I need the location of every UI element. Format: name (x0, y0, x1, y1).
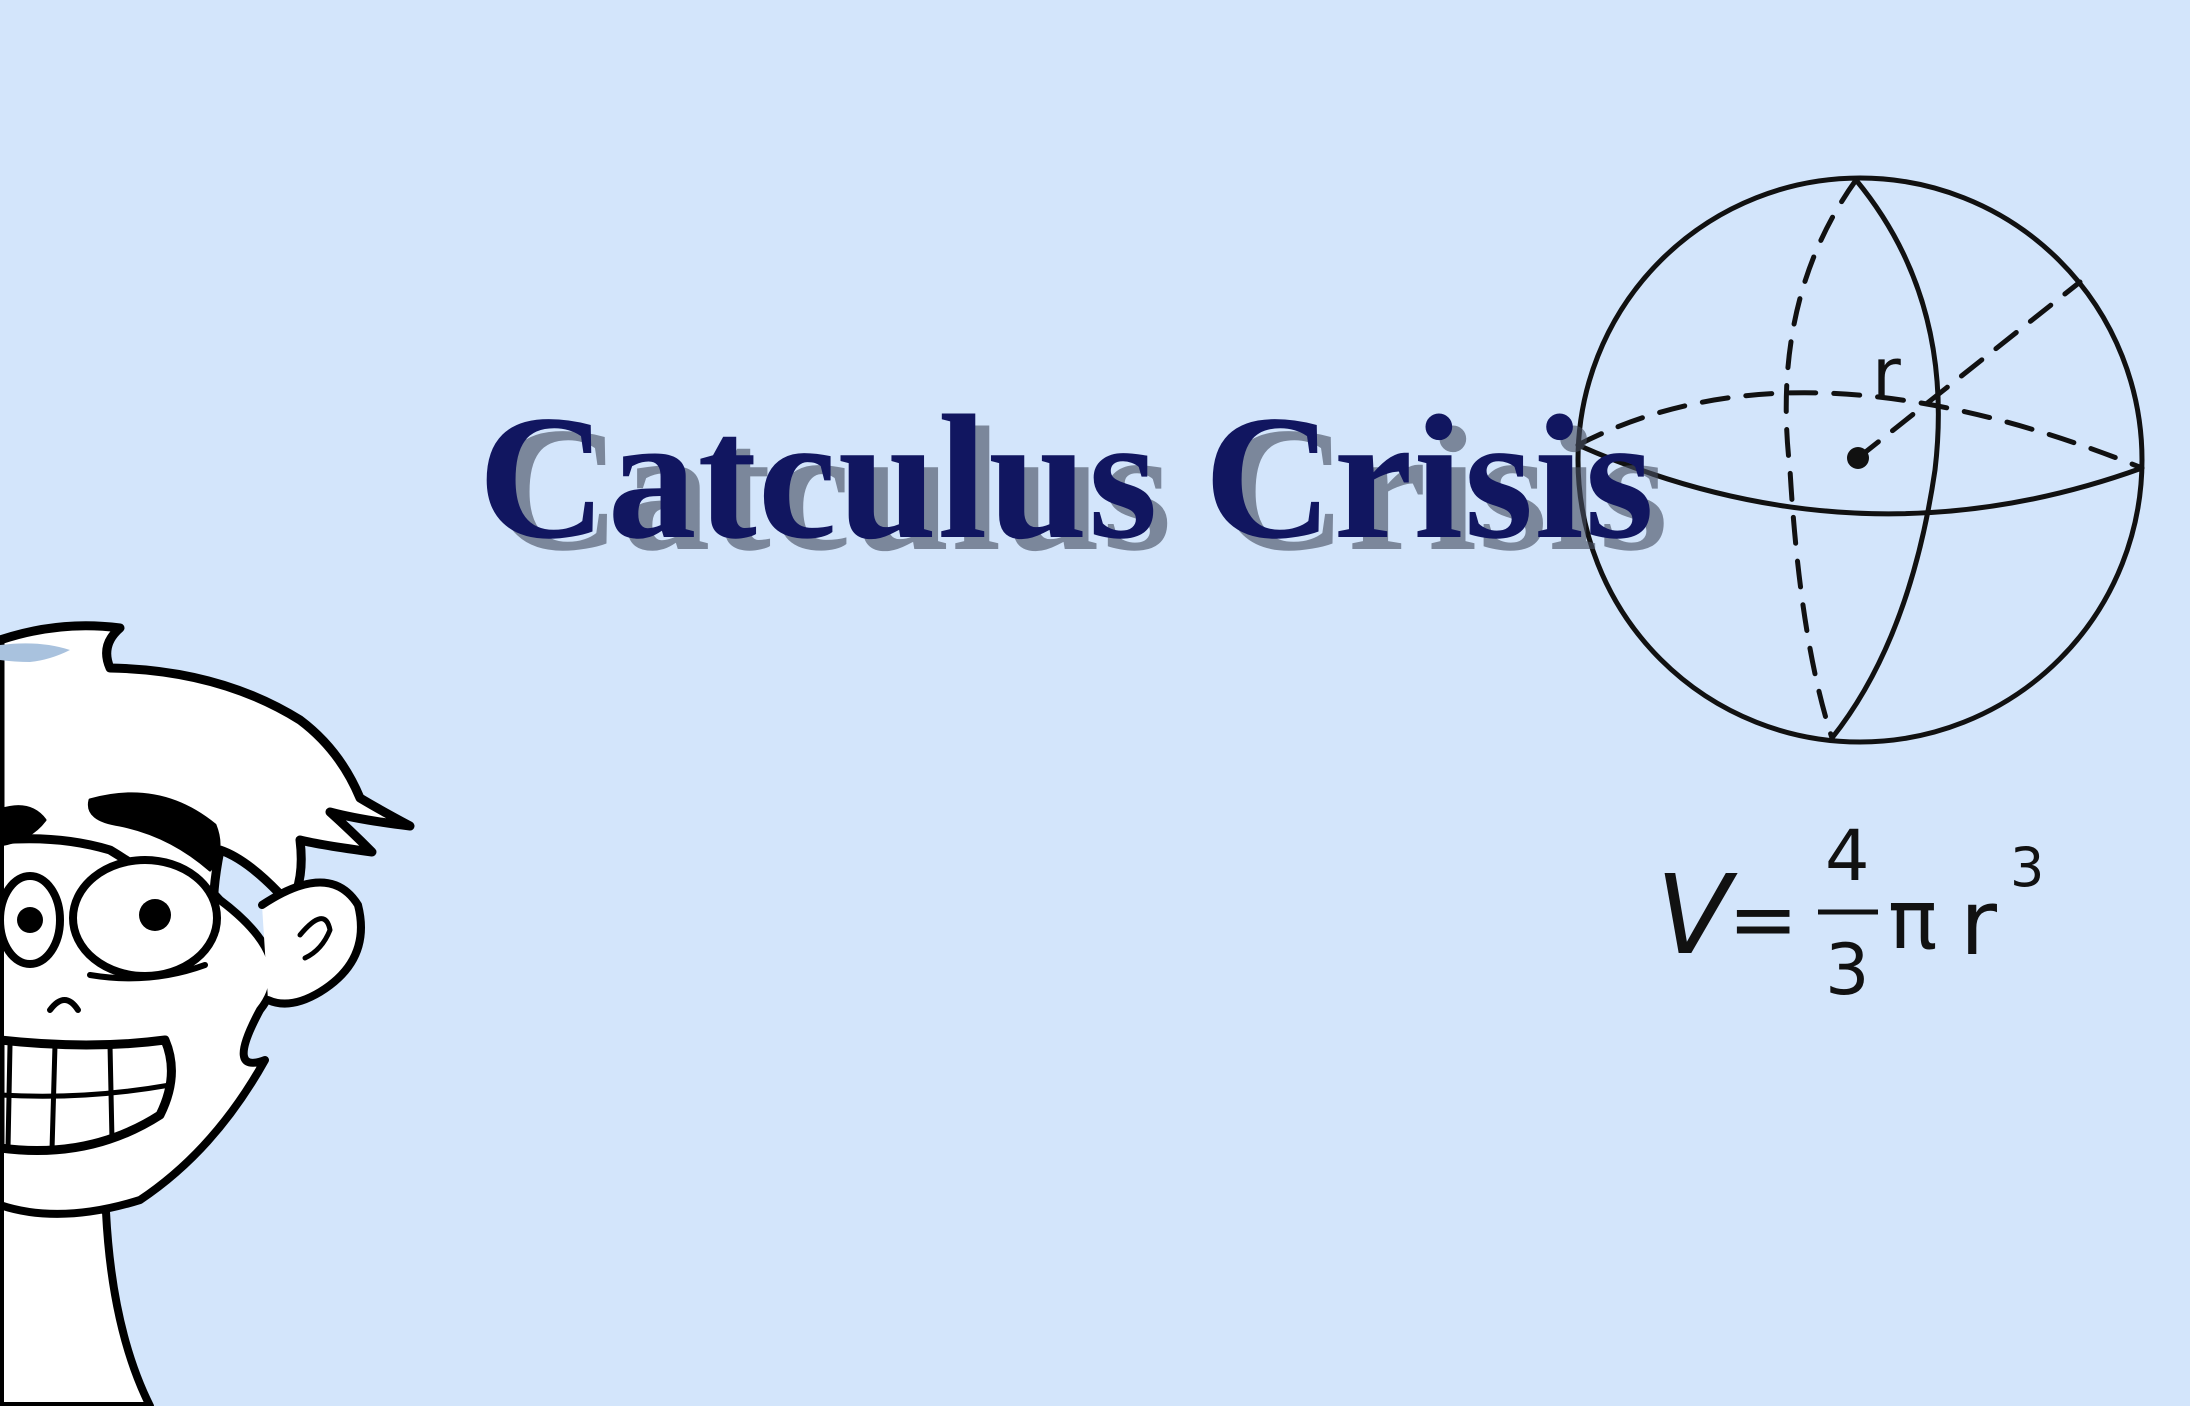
sphere-radius-label: r (1872, 333, 1901, 415)
character-nose (47, 997, 81, 1013)
character-teeth-line (0, 1082, 173, 1099)
sphere-equator-front (1575, 442, 2145, 517)
formula-lhs: V (1656, 851, 1738, 979)
sphere-equator-back (1575, 390, 2145, 471)
game-title: Catculus Crisis (478, 378, 1656, 576)
formula-numerator: 4 (1825, 815, 1870, 897)
scared-cartoon-boy-icon (0, 621, 415, 1406)
character-pupil-left (17, 907, 43, 933)
formula-equals: = (1728, 870, 1798, 968)
character-hair-shade (0, 643, 70, 662)
character-eye-bag (87, 962, 208, 982)
character-eyebrow-right (87, 792, 221, 872)
formula-denominator: 3 (1825, 929, 1870, 1008)
character-pupil-right (139, 899, 171, 931)
formula-exponent: 3 (2010, 836, 2044, 899)
character-tooth-2 (107, 1042, 115, 1143)
formula-variable: r (1960, 871, 1997, 976)
character-eyebrow-left (0, 805, 47, 847)
sphere-center-dot (1847, 447, 1869, 469)
character-ear-inner (297, 916, 333, 961)
sphere-meridian-back (1783, 177, 1859, 741)
formula-pi: π (1888, 873, 1937, 968)
sphere-meridian-front (1829, 177, 1941, 741)
sphere-radius-line (1855, 279, 2083, 461)
sphere-diagram (1575, 175, 2145, 745)
character-tooth-3 (5, 1042, 13, 1151)
character-ear (258, 878, 365, 1008)
character-tooth-1 (49, 1042, 58, 1153)
sphere-outline (1575, 175, 2145, 745)
sphere-volume-formula: V = 4 3 π r 3 (1656, 815, 2044, 1008)
